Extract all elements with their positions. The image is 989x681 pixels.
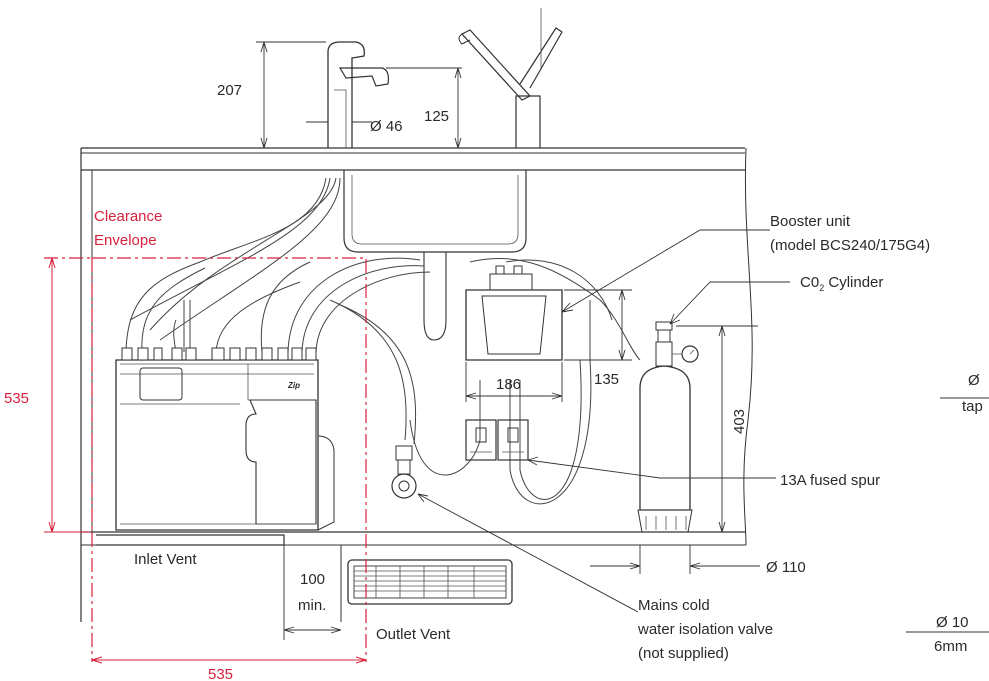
fused-spur-label: 13A fused spur — [780, 472, 880, 489]
inlet-vent — [96, 534, 285, 546]
clearance-label-line1: Clearance — [94, 208, 162, 225]
partial-diameter-right: Ø — [968, 372, 980, 389]
partial-6mm: 6mm — [934, 638, 967, 655]
outlet-vent — [347, 559, 513, 605]
mixer-tap — [458, 8, 563, 148]
clearance-label-line2: Envelope — [94, 232, 157, 249]
booster-height-value: 135 — [594, 371, 619, 388]
cylinder-diameter-value: Ø 110 — [766, 559, 806, 576]
booster-width-value: 186 — [496, 376, 521, 393]
leader-lines — [417, 229, 989, 633]
mains-label-line1: Mains cold — [638, 597, 710, 614]
dimension-lines — [256, 41, 760, 640]
tap-reach-value: 125 — [424, 108, 449, 125]
envelope-height-value: 535 — [4, 390, 29, 407]
connector-row — [121, 347, 317, 361]
partial-dia10: Ø 10 — [936, 614, 969, 631]
cylinder-height-value: 403 — [731, 409, 748, 434]
tap-diameter-value: Ø 46 — [370, 118, 403, 135]
outlet-vent-label: Outlet Vent — [376, 626, 451, 643]
mains-label-line3: (not supplied) — [638, 645, 729, 662]
boiling-water-tap — [327, 41, 389, 148]
inlet-vent-label: Inlet Vent — [134, 551, 197, 568]
fused-spur — [465, 419, 529, 461]
mains-label-line2: water isolation valve — [637, 621, 773, 638]
sink-bowl — [343, 170, 527, 341]
booster-unit — [465, 265, 563, 361]
chiller-unit: Zip — [115, 347, 335, 531]
hoses — [125, 177, 641, 505]
min-clearance-suffix: min. — [298, 597, 326, 614]
co2-cylinder — [637, 321, 699, 533]
booster-label-line1: Booster unit — [770, 213, 851, 230]
envelope-width-value: 535 — [208, 666, 233, 681]
min-clearance-value: 100 — [300, 571, 325, 588]
svg-text:Zip: Zip — [287, 381, 300, 390]
tap-height-value: 207 — [217, 82, 242, 99]
co2-cylinder-label: C02 Cylinder — [800, 274, 883, 293]
isolation-valve — [391, 445, 417, 499]
partial-tap-right: tap — [962, 398, 983, 415]
booster-label-line2: (model BCS240/175G4) — [770, 237, 930, 254]
envelope-dimensions — [44, 257, 367, 664]
